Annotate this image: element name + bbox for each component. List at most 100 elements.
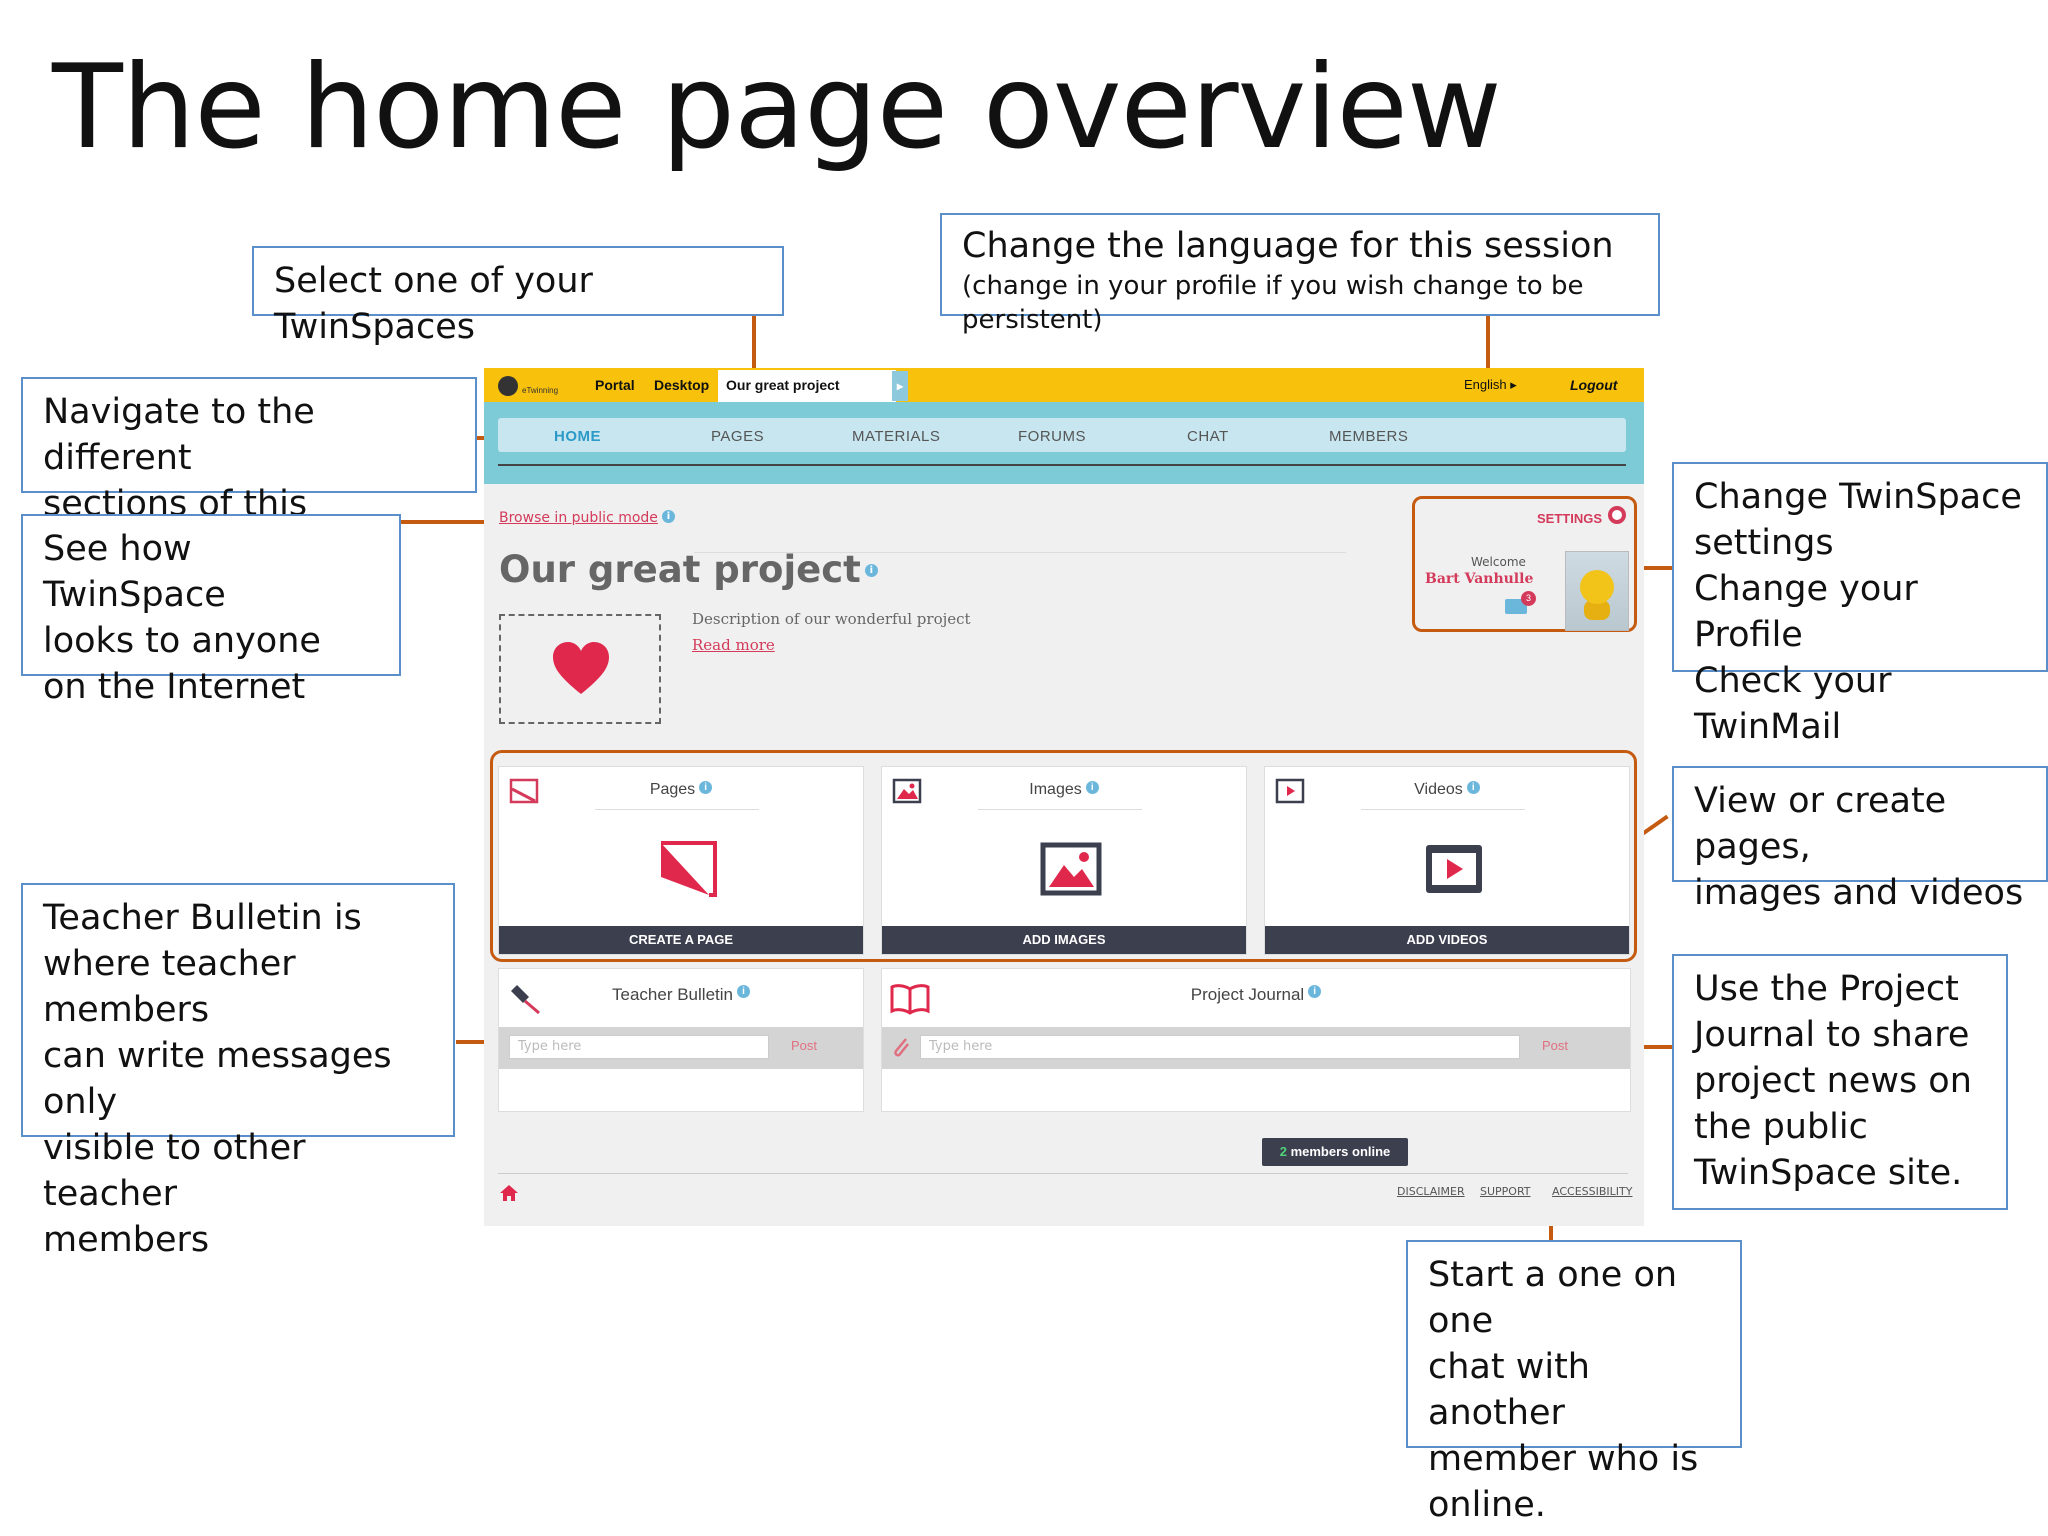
nav-forums[interactable]: FORUMS [1018,428,1086,445]
callout-navigate: Navigate to the different sections of th… [21,377,477,570]
twinspace-selector[interactable] [718,370,896,402]
card-title-text: Videos [1414,781,1463,798]
journal-title-text: Project Journal [1190,985,1305,1004]
info-icon[interactable]: i [736,985,750,998]
callout-text: project news on [1694,1061,1972,1101]
connector-line [456,1040,488,1044]
journal-post-button[interactable]: Post [1542,1038,1569,1053]
callout-text: online. [1428,1485,1546,1525]
language-selector[interactable]: English ▸ [1464,377,1517,392]
desktop-link[interactable]: Desktop [654,377,710,393]
page-icon [661,841,717,897]
etwinning-logo-icon [498,376,518,396]
nav-home[interactable]: HOME [554,428,601,445]
bulletin-post-button[interactable]: Post [791,1038,818,1053]
logo-text: eTwinning [522,386,559,395]
mail-count-badge: 3 [1521,591,1536,606]
callout-select-twinspace: Select one of your TwinSpaces [252,246,784,347]
journal-input[interactable]: Type here [920,1035,1520,1059]
callout-project-journal: Use the Project Journal to share project… [1672,954,2008,1210]
callout-note: (change in your profile if you wish chan… [962,271,1584,335]
callout-text: Journal to share [1694,1015,1970,1055]
callout-text: members [43,1220,210,1260]
disclaimer-link[interactable]: DISCLAIMER [1397,1185,1465,1198]
callout-text: looks to anyone [43,621,321,661]
nav-pages[interactable]: PAGES [711,428,765,445]
connector-line [1640,1045,1674,1049]
twinspace-screenshot: eTwinning Portal Desktop Our great proje… [484,368,1644,1226]
image-icon [1040,842,1102,896]
connector-line [400,520,486,524]
info-icon[interactable]: i [1308,985,1322,998]
browse-public-label: Browse in public mode [499,510,658,526]
accessibility-link[interactable]: ACCESSIBILITY [1552,1185,1633,1198]
callout-text: settings [1694,523,1834,563]
info-icon[interactable]: i [864,564,878,577]
info-icon[interactable]: i [1085,781,1099,794]
create-page-button[interactable]: CREATE A PAGE [499,926,863,954]
bulletin-input[interactable]: Type here [509,1035,769,1059]
callout-text: can write messages only [43,1036,392,1122]
connector-line [752,314,756,370]
project-image[interactable] [499,614,661,724]
paperclip-icon[interactable] [890,1035,912,1059]
pushpin-icon [511,985,540,1015]
chevron-right-icon[interactable]: ▸ [892,371,908,401]
nav-members[interactable]: MEMBERS [1329,428,1409,445]
callout-text: visible to other teacher [43,1128,306,1214]
settings-link[interactable]: SETTINGS [1536,511,1602,526]
avatar-body [1584,600,1610,620]
portal-link[interactable]: Portal [595,377,635,393]
current-twinspace[interactable]: Our great project [726,377,840,393]
support-link[interactable]: SUPPORT [1480,1185,1531,1198]
card-title-text: Pages [649,781,696,798]
page-icon [509,778,539,804]
info-icon[interactable]: i [699,781,713,794]
callout-text: images and videos [1694,873,2024,913]
callout-text: the public [1694,1107,1868,1147]
video-icon [1426,845,1482,893]
heart-icon [553,642,609,694]
online-count: 2 [1279,1144,1287,1159]
gear-icon[interactable] [1608,506,1626,524]
read-more-link[interactable]: Read more [692,636,775,654]
callout-text: on the Internet [43,667,306,707]
user-name[interactable]: Bart Vanhulle [1425,571,1534,587]
title-divider [694,552,1346,553]
callout-language: Change the language for this session (ch… [940,213,1660,335]
online-label: members online [1290,1144,1391,1159]
callout-text: TwinSpace site. [1694,1153,1963,1193]
card-divider [595,809,759,810]
add-images-button[interactable]: ADD IMAGES [882,926,1246,954]
members-online-button[interactable]: 2 members online [1262,1138,1408,1166]
project-title-text: Our great project [499,548,861,591]
callout-text: Check your TwinMail [1694,661,1892,747]
avatar[interactable] [1565,551,1629,631]
callout-text: Teacher Bulletin is [43,898,362,938]
avatar-face [1580,570,1614,604]
callout-text: Change TwinSpace [1694,477,2022,517]
info-icon[interactable]: i [1466,781,1480,794]
nav-chat[interactable]: CHAT [1187,428,1229,445]
slide-title: The home page overview [52,40,1502,175]
top-bar: eTwinning Portal Desktop Our great proje… [484,368,1644,402]
logout-link[interactable]: Logout [1570,377,1618,393]
callout-text: Navigate to the different [43,392,315,478]
home-icon[interactable] [499,1184,519,1202]
card-divider [1361,809,1525,810]
nav-materials[interactable]: MATERIALS [852,428,941,445]
callout-settings: Change TwinSpace settings Change your Pr… [1672,462,2048,747]
book-icon [890,984,930,1015]
info-icon[interactable]: i [661,510,675,523]
add-videos-button[interactable]: ADD VIDEOS [1265,926,1629,954]
